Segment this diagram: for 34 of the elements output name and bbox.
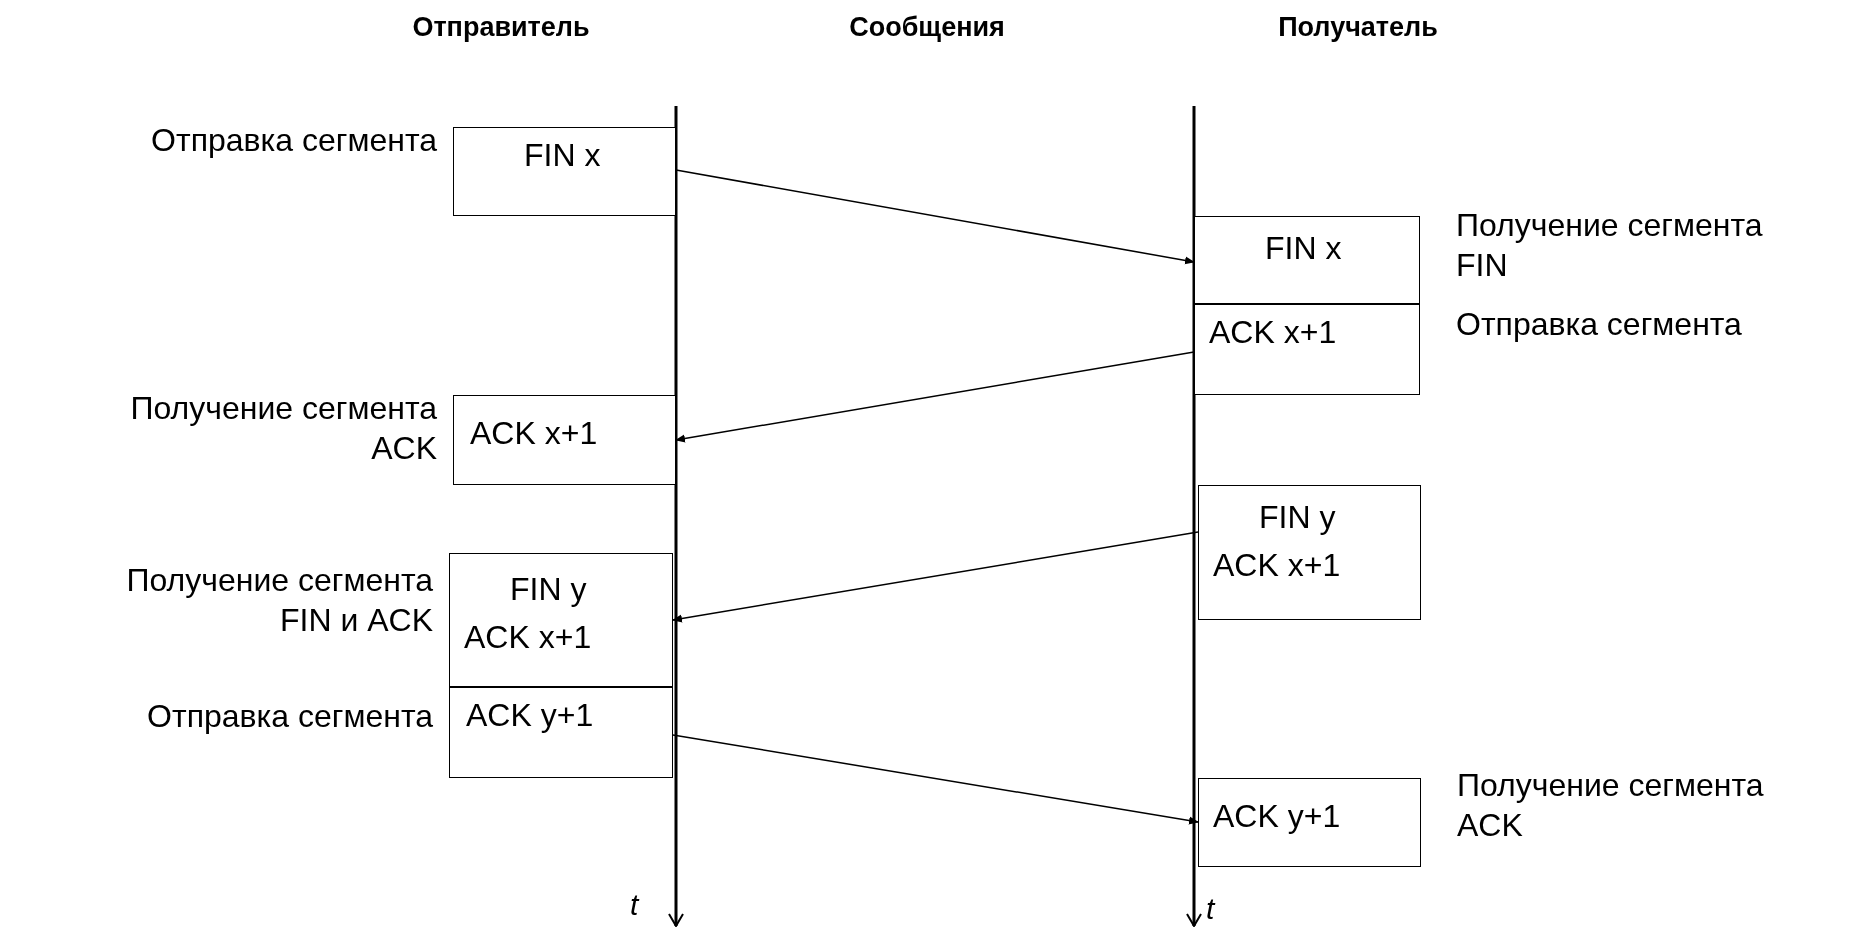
segment-box [453,395,676,485]
segment-label: ACK x+1 [1209,313,1337,351]
segment-label: ACK x+1 [464,618,592,656]
time-label: t [630,888,639,922]
step-label: Получение сегмента ACK [1457,766,1765,845]
time-label: t [1206,892,1215,926]
segment-box [453,127,676,216]
step-label: Получение сегмента FIN и ACK [125,561,433,640]
step-label: Получение сегмента FIN [1456,206,1764,285]
segment-box [1198,778,1421,867]
segment-box [1194,304,1420,395]
segment-box [1194,216,1420,304]
segment-box [449,687,673,778]
segment-label: FIN x [1265,229,1342,267]
step-label: Отправка сегмента [1456,305,1742,344]
segment-label: FIN y [510,570,587,608]
segment-label: FIN x [524,136,601,174]
step-label: Получение сегмента ACK [129,389,437,468]
segment-label: ACK y+1 [466,696,594,734]
step-label: Отправка сегмента [147,697,433,736]
arrow [672,531,1199,623]
step-label: Отправка сегмента [151,121,437,160]
segment-label: ACK y+1 [1213,797,1341,835]
column-heading: Отправитель [412,12,590,43]
arrow [672,734,1199,825]
segment-label: FIN y [1259,498,1336,536]
segment-box [1198,485,1421,620]
arrow [675,351,1195,443]
column-heading: Сообщения [849,12,1005,43]
arrow [675,169,1195,265]
segment-label: ACK x+1 [470,414,598,452]
segment-label: ACK x+1 [1213,546,1341,584]
segment-box [449,553,673,687]
column-heading: Получатель [1278,12,1438,43]
